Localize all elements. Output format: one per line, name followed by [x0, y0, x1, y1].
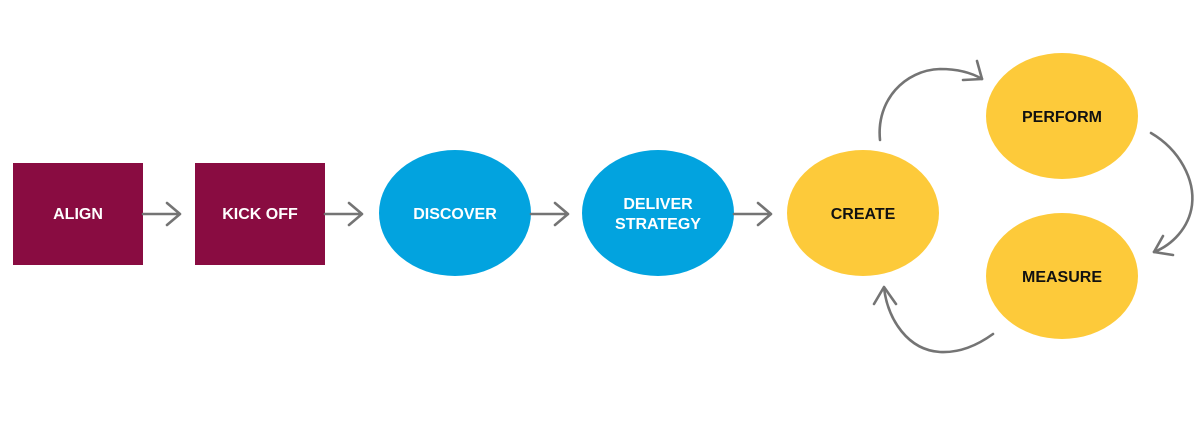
arrow-discover-to-deliver-strategy — [529, 201, 570, 227]
deliver-strategy-label-line2: STRATEGY — [615, 216, 701, 233]
node-deliver-strategy: DELIVER STRATEGY — [582, 150, 734, 276]
arrow-kick-off-to-discover — [323, 201, 364, 227]
perform-ellipse — [986, 53, 1138, 179]
kick-off-label: KICK OFF — [222, 206, 298, 223]
align-label: ALIGN — [53, 206, 103, 223]
create-label: CREATE — [831, 206, 896, 223]
node-discover: DISCOVER — [379, 150, 531, 276]
discover-ellipse — [379, 150, 531, 276]
arrow-align-to-kick-off — [141, 201, 182, 227]
arrow-deliver-strategy-to-create — [732, 201, 773, 227]
align-box — [13, 163, 143, 265]
node-align: ALIGN — [13, 163, 143, 265]
node-perform: PERFORM — [986, 53, 1138, 179]
deliver-strategy-label-line1: DELIVER — [623, 196, 693, 213]
node-kick-off: KICK OFF — [195, 163, 325, 265]
node-measure: MEASURE — [986, 213, 1138, 339]
kick-off-box — [195, 163, 325, 265]
create-ellipse — [787, 150, 939, 276]
measure-label: MEASURE — [1022, 269, 1102, 286]
measure-ellipse — [986, 213, 1138, 339]
arrow-measure-to-create — [872, 285, 995, 354]
arrow-perform-to-measure — [1149, 131, 1194, 257]
arrow-create-to-perform — [878, 59, 984, 142]
perform-label: PERFORM — [1022, 109, 1102, 126]
node-create: CREATE — [787, 150, 939, 276]
discover-label: DISCOVER — [413, 206, 497, 223]
deliver-strategy-ellipse — [582, 150, 734, 276]
